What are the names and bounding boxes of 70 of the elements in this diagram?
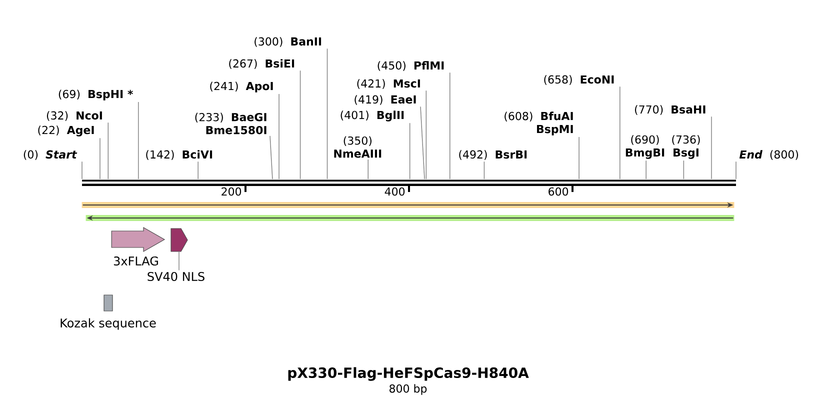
enzyme-name: PflMI	[414, 61, 444, 70]
enzyme-name: BsiEI	[266, 59, 294, 68]
site-position: (419)	[354, 95, 382, 105]
leader-line	[178, 251, 180, 271]
site-position: (69)	[58, 90, 80, 100]
enzyme-name: AgeI	[66, 126, 94, 136]
scale-label: 200	[222, 187, 242, 196]
enzyme-name: EaeI	[391, 95, 416, 104]
site-position: (690)	[631, 135, 659, 145]
enzyme-name: BsrBI	[496, 150, 527, 159]
site-position: (770)	[635, 105, 663, 115]
leader-line	[578, 136, 580, 180]
leader-line	[711, 116, 712, 180]
sequence-length: 800 bp	[390, 384, 427, 395]
site-position: (492)	[459, 150, 487, 160]
feature-block	[170, 228, 188, 252]
enzyme-name: BanII	[291, 37, 322, 46]
leader-line	[138, 102, 139, 180]
site-position: (142)	[146, 150, 174, 160]
site-position: (0)	[24, 150, 38, 160]
leader-line	[426, 90, 427, 180]
site-position: (350)	[344, 136, 372, 146]
enzyme-name: BfuAI	[541, 112, 573, 120]
enzyme-name: EcoNI	[580, 75, 614, 84]
leader-line	[108, 122, 109, 180]
enzyme-name: BmgBI	[626, 148, 664, 159]
dna-backbone	[82, 180, 736, 186]
scale-label: 400	[384, 187, 405, 196]
boundary-label: Start	[46, 150, 78, 159]
enzyme-name: BspHI *	[88, 90, 133, 100]
site-position: (241)	[210, 82, 238, 92]
enzyme-name: BglII	[377, 110, 404, 122]
site-position: (267)	[229, 59, 257, 69]
boundary-label: End	[739, 150, 763, 159]
feature-label: Kozak sequence	[60, 318, 156, 330]
leader-line	[326, 48, 328, 180]
enzyme-name: ApoI	[246, 82, 273, 92]
enzyme-name: BsgI	[674, 148, 698, 159]
leader-line	[409, 122, 410, 180]
site-position: (736)	[672, 135, 700, 145]
leader-line	[484, 161, 485, 180]
site-position: (22)	[38, 126, 59, 136]
site-position: (421)	[357, 79, 385, 89]
map-title: pX330-Flag-HeFSpCas9-H840A	[288, 367, 529, 381]
site-position: (658)	[544, 75, 572, 85]
site-position: (800)	[770, 150, 798, 160]
enzyme-name: BaeGI	[232, 112, 266, 122]
enzyme-name: NcoI	[76, 111, 102, 120]
enzyme-name: BciVI	[182, 150, 212, 159]
site-position: (300)	[254, 37, 282, 47]
enzyme-name: Bme1580I	[206, 126, 266, 134]
enzyme-name: BsaHI	[672, 105, 706, 114]
leader-line	[278, 94, 280, 180]
leader-line	[270, 136, 273, 180]
feature-label: 3xFLAG	[114, 256, 158, 266]
leader-line	[683, 160, 684, 180]
site-position: (608)	[504, 112, 532, 122]
site-position: (32)	[46, 111, 68, 121]
scale-label: 600	[548, 187, 568, 196]
feature-label: SV40 NLS	[148, 272, 204, 282]
site-position: (450)	[378, 61, 406, 71]
feature-band	[82, 202, 734, 208]
enzyme-name: NmeAIII	[334, 150, 382, 158]
enzyme-name: BspMI	[537, 125, 573, 136]
leader-line	[420, 106, 425, 180]
site-position: (401)	[340, 110, 368, 120]
site-position: (233)	[195, 112, 223, 123]
leader-line	[300, 70, 301, 180]
enzyme-name: MscI	[394, 79, 420, 88]
feature-band	[86, 215, 734, 221]
